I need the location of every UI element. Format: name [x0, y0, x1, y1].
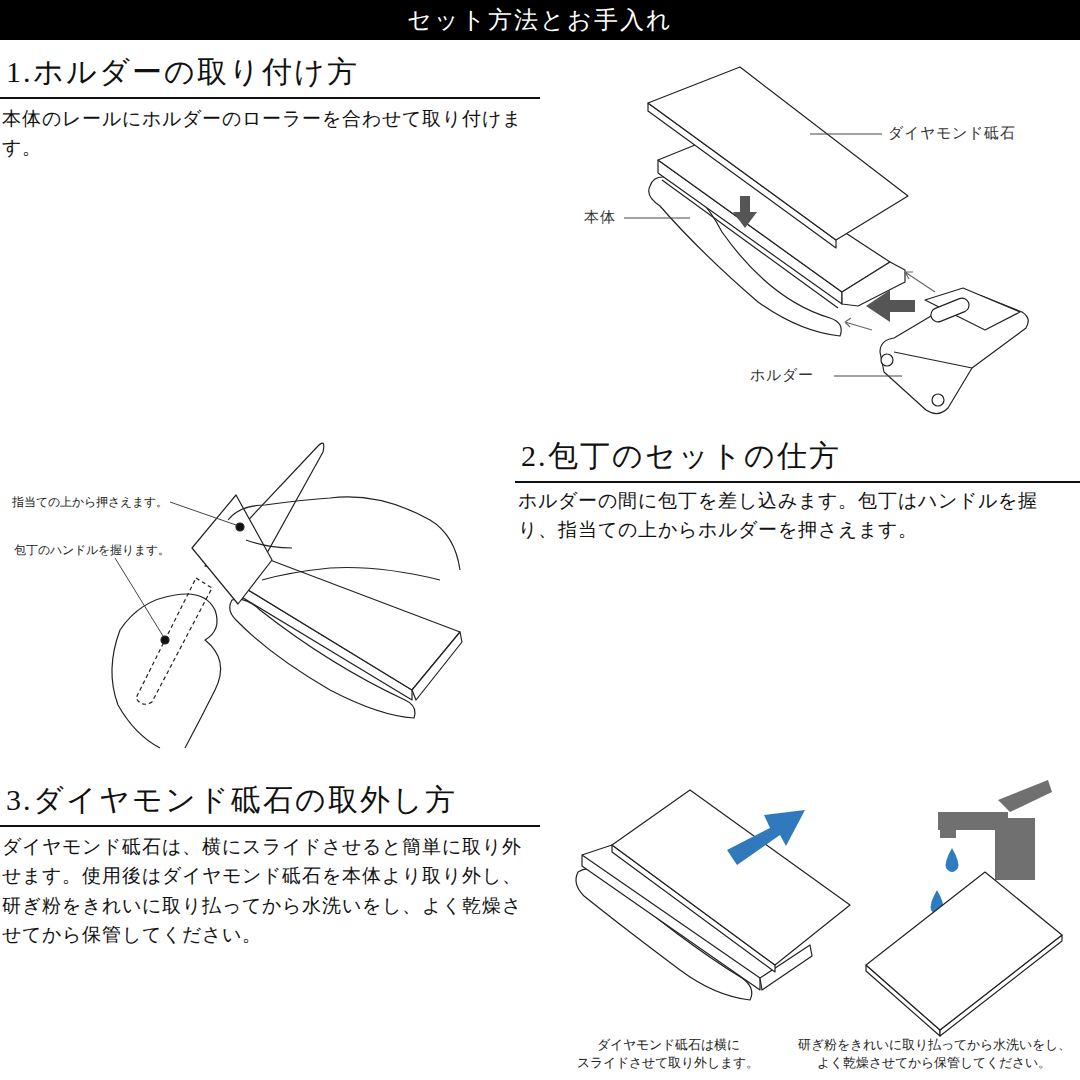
guide-arrow: [905, 272, 935, 292]
leader-line: [624, 218, 690, 219]
diamond-stone: [648, 67, 908, 240]
body-end: [412, 632, 462, 700]
body-top: [240, 560, 460, 690]
callout-label: 指当ての上から押さえます。: [12, 494, 168, 511]
leader-line: [810, 134, 882, 135]
body-text: ホルダーの間に包丁を差し込みます。包丁はハンドルを握り、指当ての上からホルダーを…: [518, 486, 1076, 545]
stone-seam: [582, 845, 612, 855]
body-end: [842, 262, 905, 306]
section-heading: 2.包丁のセットの仕方: [515, 436, 1080, 483]
holder-edge: [894, 352, 972, 368]
assembly-illustration: [624, 67, 1028, 414]
water-drop: [946, 848, 959, 872]
leader-line: [834, 376, 902, 377]
faucet-spout: [938, 812, 1008, 830]
faucet-nozzle: [940, 828, 956, 838]
part-label: 本体: [584, 208, 616, 227]
holder: [192, 495, 272, 604]
faucet-lever: [998, 780, 1052, 812]
leader-dot: [236, 523, 244, 531]
section-heading: 3.ダイヤモンド砥石の取外し方: [0, 780, 540, 827]
callout-label: 包丁のハンドルを握ります。: [14, 542, 170, 559]
roller: [932, 394, 944, 406]
slide-arrow: [727, 810, 805, 865]
diamond-stone: [612, 790, 850, 965]
holder-top: [925, 288, 1020, 330]
removal-illustration: [576, 780, 1062, 1036]
leader-line: [115, 558, 163, 636]
body-text: ダイヤモンド砥石は、横にスライドさせると簡単に取り外せます。使用後はダイヤモンド…: [2, 832, 532, 950]
roller: [881, 354, 893, 366]
body-text: 本体のレールにホルダーのローラーを合わせて取り付けます。: [2, 104, 530, 163]
figure-caption: ダイヤモンド砥石は横に スライドさせて取り外します。: [548, 1036, 788, 1071]
finger-rest: [929, 296, 971, 324]
guide-arrow: [845, 318, 872, 330]
page-title: セット方法とお手入れ: [0, 0, 1080, 40]
part-label: ダイヤモンド砥石: [888, 124, 1016, 143]
leader-line: [170, 502, 236, 525]
insert-arrow: [866, 290, 915, 322]
part-label: ホルダー: [750, 366, 814, 385]
faucet: [938, 780, 1052, 880]
right-hand: [228, 497, 460, 580]
left-hand: [112, 594, 221, 748]
leader-dot: [161, 636, 169, 644]
knife-illustration: [112, 443, 462, 748]
washed-stone: [866, 872, 1062, 1030]
down-arrow: [733, 196, 757, 228]
section-heading: 1.ホルダーの取り付け方: [0, 52, 540, 99]
figure-caption: 研ぎ粉をきれいに取り払ってから水洗いをし、 よく乾燥させてから保管してください。: [788, 1036, 1080, 1071]
